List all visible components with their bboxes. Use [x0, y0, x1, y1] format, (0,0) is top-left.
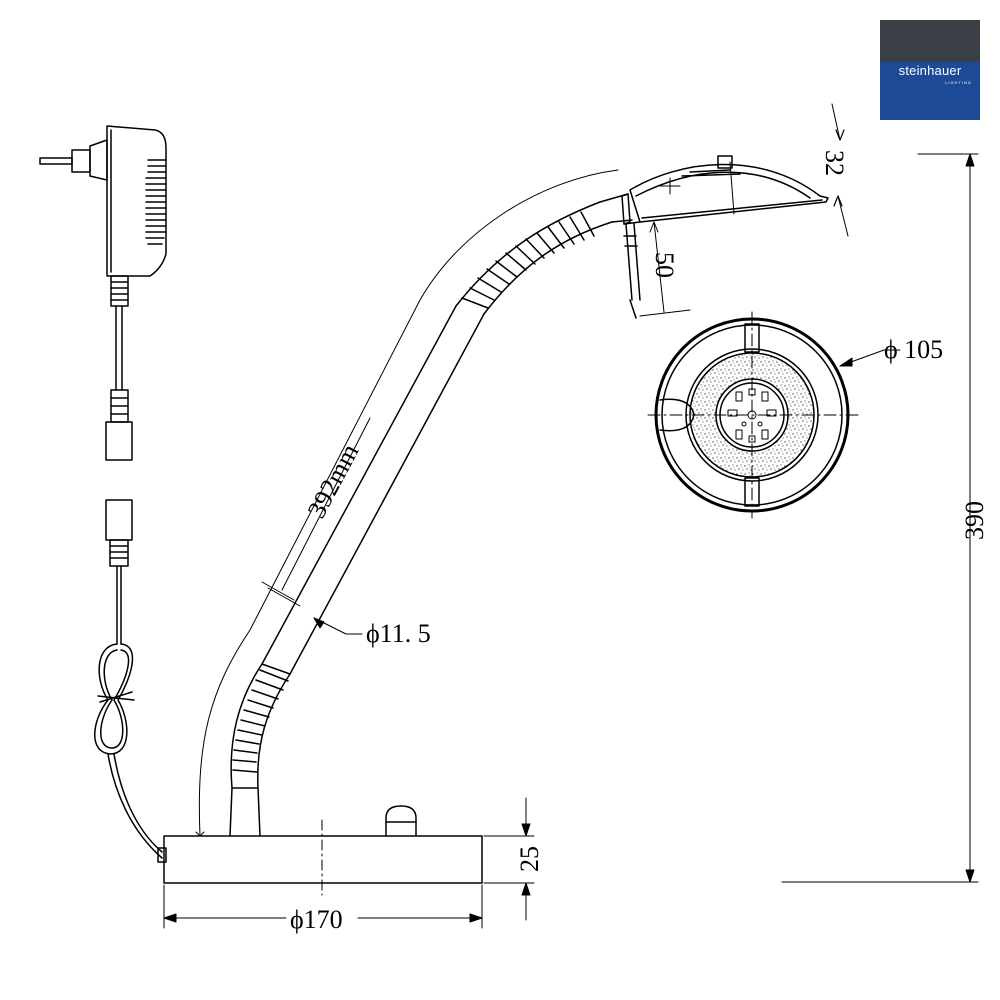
dim-total-height: 390: [960, 501, 989, 540]
lamp-cable: [94, 499, 167, 863]
dim-head-height: 32: [820, 150, 849, 176]
dim-head-diameter: ϕ 105: [884, 335, 943, 364]
dim-head-offset: 50: [650, 252, 679, 278]
dim-arm-length: 392mm: [302, 439, 365, 523]
dim-base-diameter: ϕ170: [290, 905, 343, 934]
brand-tagline: LIGHTING: [945, 80, 972, 85]
lamp-base: [163, 787, 483, 896]
dim-base-height: 25: [515, 846, 544, 872]
dimension-lines: [163, 103, 979, 929]
lamp-head-side: [621, 155, 829, 319]
lamp-arm: [195, 169, 633, 837]
brand-logo: steinhauer LIGHTING: [880, 20, 980, 120]
dim-tube-diameter: ϕ11. 5: [366, 619, 431, 648]
power-adapter: [39, 125, 167, 461]
lamp-head-bottom-view: [647, 311, 859, 519]
brand-name: steinhauer: [898, 63, 962, 78]
